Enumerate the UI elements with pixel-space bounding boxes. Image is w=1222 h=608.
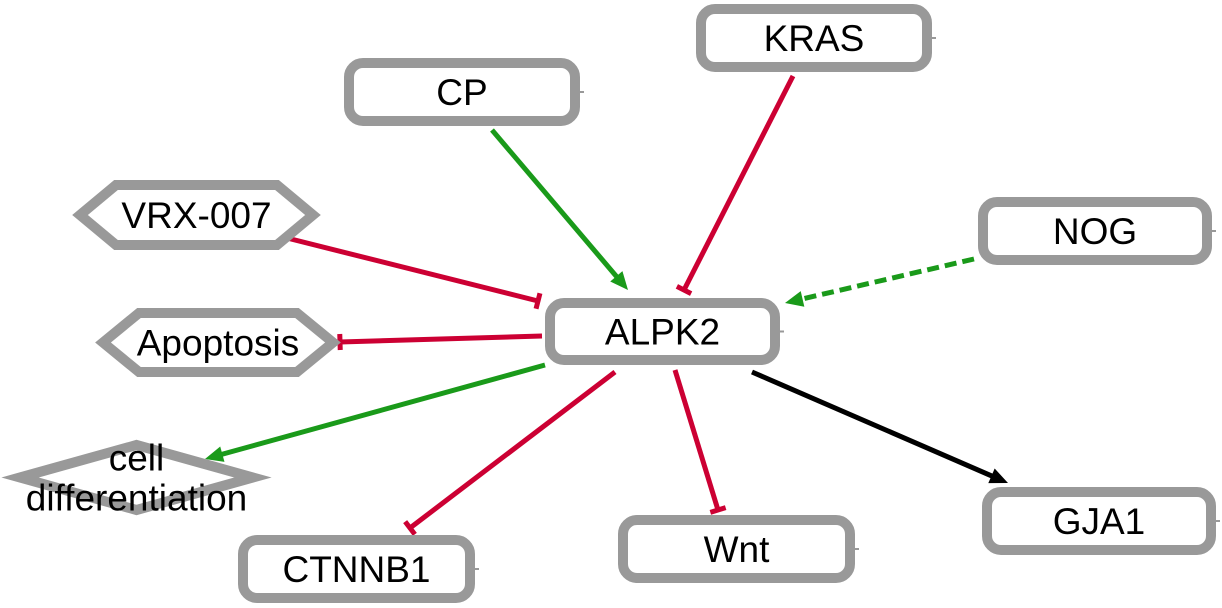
inhibition-tbar-icon bbox=[533, 292, 543, 310]
inhibition-tbar-icon bbox=[675, 284, 693, 296]
edge-kras-to-alpk2[interactable] bbox=[675, 74, 796, 296]
arrowhead-icon bbox=[610, 271, 628, 290]
edge-cp-to-alpk2[interactable] bbox=[490, 128, 628, 290]
node-label: Wnt bbox=[704, 529, 771, 570]
node-shape-rect bbox=[696, 4, 932, 72]
edge-alpk2-to-apoptosis[interactable] bbox=[337, 333, 543, 351]
arrowhead-icon bbox=[205, 446, 225, 462]
node-shape-hexagon bbox=[95, 308, 341, 377]
node-ctnnb1[interactable]: CTNNB1 bbox=[238, 535, 479, 603]
node-alpk2[interactable]: ALPK2 bbox=[545, 298, 784, 365]
edge-line bbox=[798, 256, 975, 303]
edge-alpk2-to-ctnnb1[interactable] bbox=[403, 370, 617, 536]
node-label: NOG bbox=[1053, 211, 1137, 252]
node-shape-rect bbox=[978, 197, 1212, 265]
node-label: differentiation bbox=[26, 478, 247, 519]
node-label: CTNNB1 bbox=[282, 549, 430, 590]
edge-alpk2-to-gja1[interactable] bbox=[751, 369, 1008, 484]
edges-layer bbox=[205, 74, 1008, 536]
edge-alpk2-to-celldiff[interactable] bbox=[205, 362, 546, 462]
edge-vrx007-to-alpk2[interactable] bbox=[282, 234, 543, 310]
node-shape-diamond bbox=[1, 439, 272, 516]
edge-alpk2-to-wnt[interactable] bbox=[672, 369, 727, 515]
node-label: ALPK2 bbox=[605, 312, 720, 353]
node-gja1[interactable]: GJA1 bbox=[982, 487, 1220, 555]
node-vrx007[interactable]: VRX-007 bbox=[72, 180, 321, 250]
edge-line bbox=[408, 370, 617, 530]
inhibition-tbar-icon bbox=[403, 520, 417, 536]
edge-line bbox=[672, 369, 721, 511]
arrowhead-icon bbox=[785, 291, 805, 307]
node-label: cell bbox=[109, 438, 165, 479]
node-label: CP bbox=[436, 72, 487, 113]
node-label: KRAS bbox=[764, 18, 865, 59]
node-shape-rect bbox=[982, 487, 1216, 555]
edge-line bbox=[282, 234, 539, 304]
edge-line bbox=[490, 128, 621, 281]
node-shape-rect bbox=[618, 515, 855, 583]
node-label: VRX-007 bbox=[121, 195, 271, 236]
edge-line bbox=[339, 333, 543, 345]
node-shape-rect bbox=[238, 535, 475, 603]
node-apoptosis[interactable]: Apoptosis bbox=[95, 308, 341, 377]
inhibition-tbar-icon bbox=[709, 505, 727, 515]
node-kras[interactable]: KRAS bbox=[696, 4, 936, 72]
node-cp[interactable]: CP bbox=[344, 58, 584, 126]
node-shape-hexagon bbox=[72, 180, 321, 250]
edge-line bbox=[681, 74, 796, 292]
node-label: Apoptosis bbox=[137, 323, 300, 364]
node-shape-rect bbox=[545, 298, 780, 365]
node-shape-rect bbox=[344, 58, 580, 126]
node-nog[interactable]: NOG bbox=[978, 197, 1216, 265]
node-wnt[interactable]: Wnt bbox=[618, 515, 859, 583]
edge-line bbox=[217, 362, 546, 458]
arrowhead-icon bbox=[988, 468, 1008, 484]
edge-line bbox=[751, 369, 997, 480]
node-label: GJA1 bbox=[1053, 501, 1146, 542]
edge-nog-to-alpk2[interactable] bbox=[785, 256, 975, 307]
